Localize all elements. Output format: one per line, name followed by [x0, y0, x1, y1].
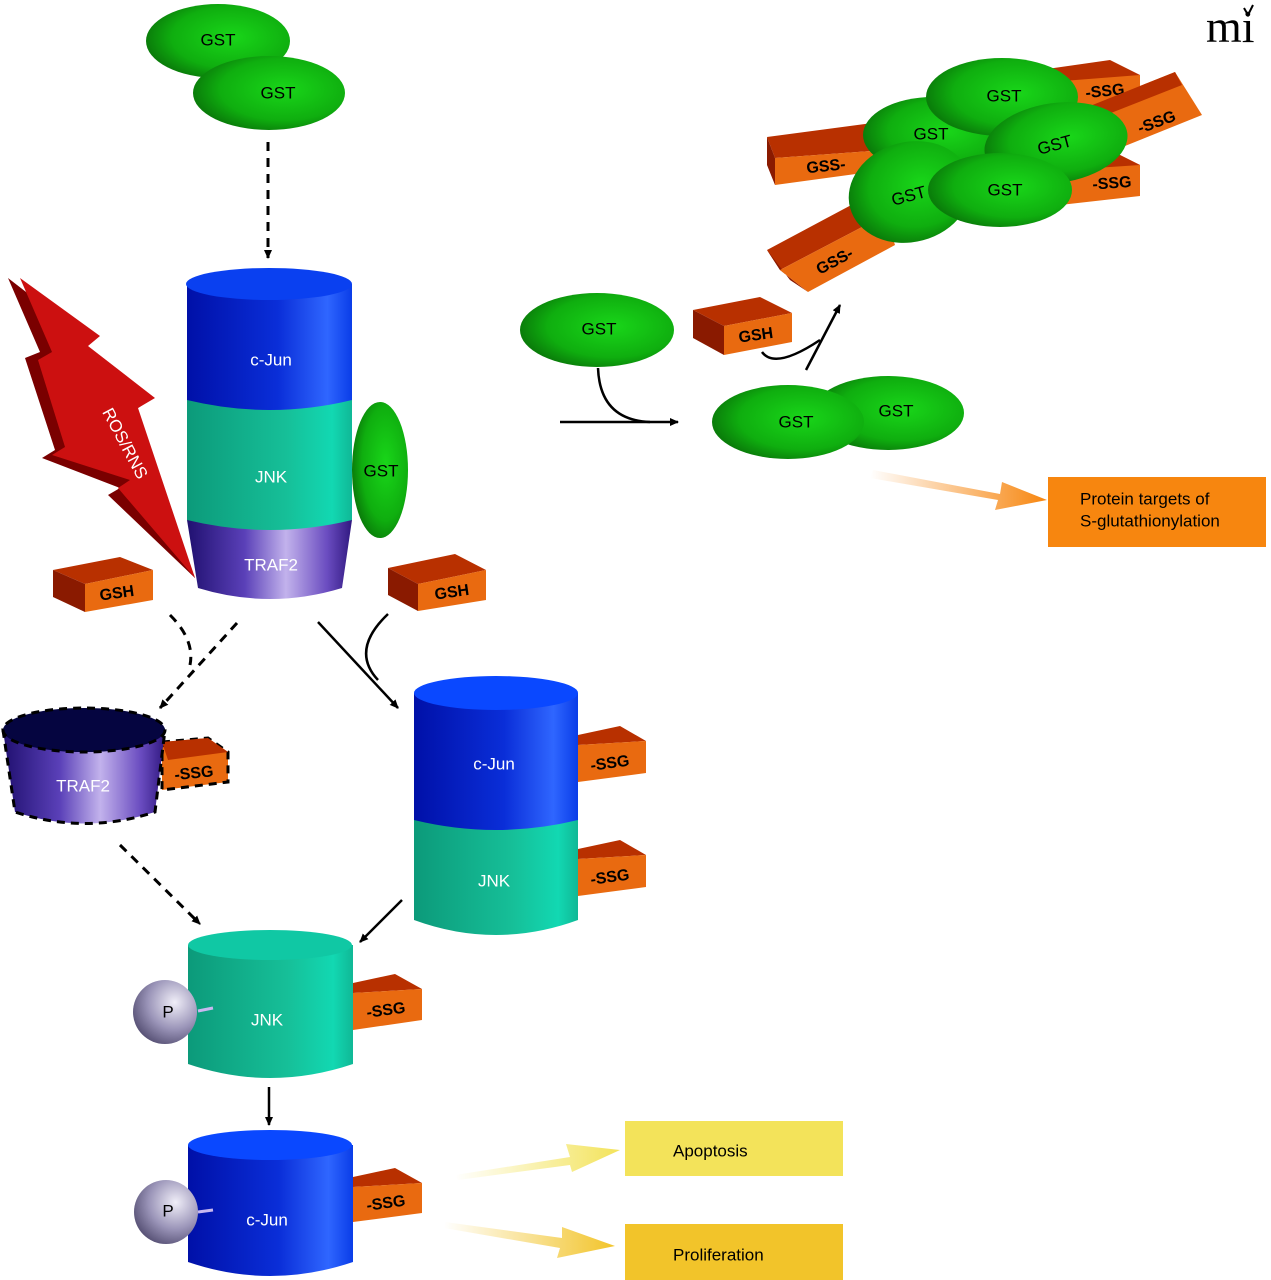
protein-targets-box: [1048, 477, 1266, 547]
dashed-arrow: [158, 621, 239, 710]
node-label: -SSG: [1092, 174, 1132, 194]
phosphate-group: [134, 1180, 198, 1244]
gst-node: [848, 141, 972, 243]
ssg-adduct: -SSG: [578, 726, 646, 782]
gsh-block-middle: GSH: [388, 554, 486, 611]
jnk-cjun-traf2-complex: GST TRAF2 JNK c-Jun: [186, 268, 408, 599]
apoptosis-arrow: [455, 1144, 620, 1180]
node-label: c-Jun: [250, 350, 292, 369]
node-label: JNK: [255, 467, 288, 486]
gst-node: [928, 153, 1072, 227]
node-label: TRAF2: [244, 555, 298, 574]
ssg-adduct: -SSG: [353, 974, 422, 1030]
gst-node: [193, 56, 345, 130]
node-label: JNK: [251, 1010, 284, 1029]
node-label: -SSG: [174, 763, 215, 784]
phospho-cjun: -SSG c-Jun P: [134, 1130, 422, 1276]
apoptosis-box: [625, 1121, 843, 1176]
proliferation-arrow: [444, 1222, 615, 1258]
node-label: mi: [1206, 1, 1255, 52]
jnk-node: [187, 400, 352, 530]
top-gst-dimer: GST GST: [146, 4, 345, 130]
node-label: GSS-: [806, 156, 847, 177]
node-label: -SSG: [365, 1193, 406, 1215]
gsh-input-curve: [364, 613, 389, 681]
solid-arrow: [359, 899, 403, 943]
node-label: c-Jun: [246, 1210, 288, 1229]
proliferation-box: [625, 1224, 843, 1280]
jnk-node: [188, 945, 353, 1078]
gst-dimerization-curve: [596, 367, 651, 424]
node-label: GSH: [434, 582, 471, 604]
dissociated-cjun-jnk: -SSG -SSG JNK c-Jun: [414, 676, 646, 935]
node-label: Proliferation: [673, 1245, 764, 1264]
traf2-node: [187, 520, 352, 599]
traf2-glutathionylated: -SSG TRAF2: [1, 706, 230, 825]
node-label: Protein targets of: [1080, 489, 1210, 508]
gst-dimer-right: GST GST: [712, 376, 964, 459]
bound-gst-node: [352, 402, 408, 538]
node-label: Apoptosis: [673, 1141, 748, 1160]
ssg-adduct: -SSG: [578, 840, 646, 896]
cjun-node: [414, 693, 578, 830]
node-label: GST: [914, 124, 949, 143]
node-label: GST: [201, 30, 236, 49]
node-label: TRAF2: [56, 776, 110, 795]
node-label: c-Jun: [473, 754, 515, 773]
gsh-input-curve: [760, 338, 821, 360]
node-label: GST: [364, 461, 399, 480]
node-label: P: [162, 1201, 173, 1220]
jnk-node: [414, 820, 578, 935]
solid-arrow: [317, 621, 399, 709]
node-label: GST: [987, 86, 1022, 105]
cjun-node: [188, 1145, 353, 1276]
node-label: P: [162, 1002, 173, 1021]
node-label: -SSG: [589, 753, 630, 775]
ros-rns-lightning: ROS/RNS: [8, 278, 195, 578]
node-label: GST: [779, 412, 814, 431]
dashed-arrow: [118, 843, 202, 926]
ssg-adduct: -SSG: [353, 1168, 422, 1222]
node-label: -SSG: [365, 1000, 406, 1022]
node-label: GST: [261, 83, 296, 102]
node-label: GST: [582, 319, 617, 338]
dashed-arrow: [168, 613, 193, 666]
node-label: GST: [988, 180, 1023, 199]
node-label: GST: [879, 401, 914, 420]
node-label: S-glutathionylation: [1080, 511, 1220, 530]
solid-arrow: [804, 304, 842, 371]
node-label: GSH: [99, 583, 136, 605]
gst-oligomer-glutathionylated: -SSG -SSG -SSG GSS- GSS- GST GST GST GST…: [767, 58, 1202, 292]
gst-node: [712, 385, 864, 459]
node-label: JNK: [478, 871, 511, 890]
node-label: GSH: [738, 325, 775, 347]
protein-targets-arrow: [870, 470, 1047, 510]
gst-monomer: GST: [520, 293, 674, 367]
gsh-block-left: GSH: [53, 557, 153, 612]
gsh-block-top: GSH: [693, 297, 792, 355]
journal-logo: mi: [1206, 1, 1255, 52]
cjun-node: [187, 284, 352, 410]
phosphate-group: [133, 980, 197, 1044]
node-label: -SSG: [589, 867, 630, 889]
phospho-jnk: -SSG JNK P: [133, 930, 422, 1078]
